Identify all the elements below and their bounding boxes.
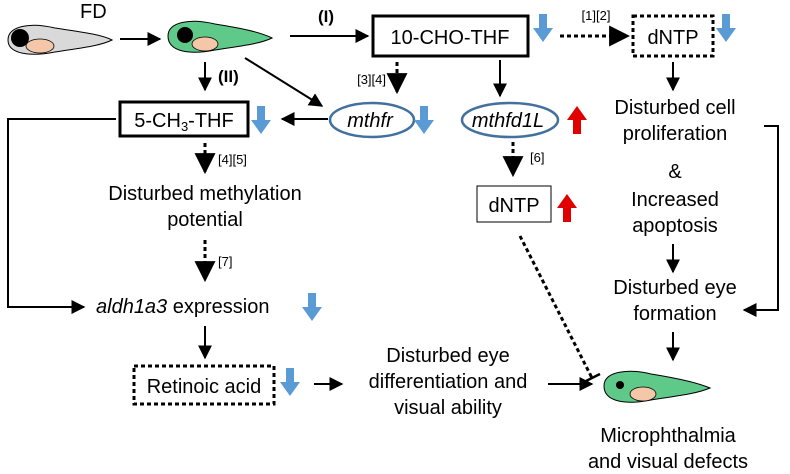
dntp-top-label: dNTP <box>647 27 698 49</box>
fd-zebrafish-larva <box>167 20 274 53</box>
eye-diff-line2: differentiation and <box>369 371 528 393</box>
ch3-thf-box <box>118 100 250 138</box>
bracket-arrow-right <box>742 125 779 317</box>
ref-6: [6] <box>530 150 544 165</box>
mthfd1l-ellipse <box>460 101 560 139</box>
pathway-i-label: (I) <box>318 7 334 26</box>
ref-4-5: [4][5] <box>218 152 247 167</box>
disturbed-cell-line1: Disturbed cell <box>614 97 735 119</box>
cho-thf-label: 10-CHO-THF <box>391 27 510 49</box>
outcome-line1: Microphthalmia <box>600 425 736 447</box>
inhibition-line <box>518 235 594 379</box>
bracket-arrow-left <box>7 118 116 314</box>
eye-diff-line1: Disturbed eye <box>386 345 509 367</box>
up-arrow-icon <box>567 106 587 134</box>
mthfd1l-label: mthfd1L <box>472 110 544 132</box>
down-arrow-icon <box>414 106 434 134</box>
pathway-ii-label: (II) <box>218 67 239 86</box>
increased-line2: apoptosis <box>632 215 718 237</box>
dntp-mid-box <box>476 185 552 223</box>
down-arrow-icon <box>716 14 736 42</box>
eye-formation-line2: formation <box>633 303 716 325</box>
arrow-to-mthfr <box>244 57 324 107</box>
retinoic-acid-label: Retinoic acid <box>147 376 262 398</box>
dntp-top-box <box>631 14 715 58</box>
microphthalmia-zebrafish-larva <box>603 370 712 403</box>
disturbed-cell-line2: proliferation <box>623 123 728 145</box>
cho-thf-box <box>371 14 530 58</box>
inhibition-bar <box>583 372 601 384</box>
outcome-line2: and visual defects <box>588 451 748 473</box>
retinoic-acid-box <box>132 364 276 406</box>
down-arrow-icon <box>280 368 300 396</box>
increased-line1: Increased <box>631 189 719 211</box>
ref-1-2: [1][2] <box>582 8 611 23</box>
eye-diff-line3: visual ability <box>394 397 502 419</box>
dntp-mid-label: dNTP <box>488 195 539 217</box>
ch3-thf-label: 5-CH3-THF <box>134 110 233 134</box>
eye-formation-line1: Disturbed eye <box>613 277 736 299</box>
normal-zebrafish-larva <box>7 24 114 55</box>
down-arrow-icon <box>302 293 322 321</box>
mthfr-label: mthfr <box>347 110 394 132</box>
methylation-line2: potential <box>167 209 243 231</box>
aldh-expression: aldh1a3 expression <box>96 296 269 318</box>
ref-7: [7] <box>218 254 232 269</box>
down-arrow-icon <box>533 14 553 42</box>
ref-3-4: [3][4] <box>357 72 386 87</box>
down-arrow-icon <box>251 106 271 134</box>
methylation-line1: Disturbed methylation <box>108 183 301 205</box>
fd-label: FD <box>80 1 107 23</box>
up-arrow-icon <box>557 194 577 222</box>
ampersand: & <box>668 161 682 183</box>
